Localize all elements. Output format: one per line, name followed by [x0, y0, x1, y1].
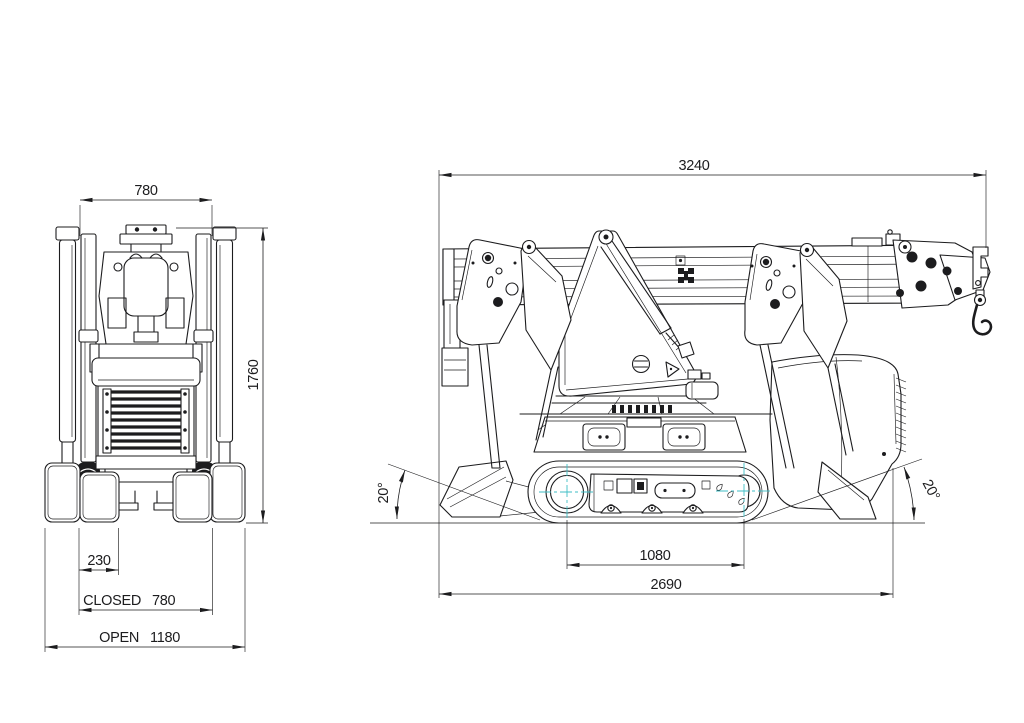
dim-open-value: 1180: [150, 630, 180, 646]
track-rollers: [600, 504, 704, 514]
front-track-pads: [44, 462, 246, 523]
dim-overall-length-label: 3240: [678, 158, 709, 174]
chassis-frame: [533, 416, 747, 453]
front-radiator-grid: [97, 385, 195, 457]
front-mast: [89, 224, 203, 387]
dim-idler-sprocket-label: 1080: [639, 548, 670, 564]
dim-departure-angle-label: 20°: [919, 477, 943, 503]
boom-support-column: [558, 229, 697, 397]
front-view-drawing: 780 1760 230 CLOSED 780 OPEN 1180: [44, 183, 268, 652]
brand-emblem-icon: [631, 354, 651, 374]
warning-triangle-icon: [665, 361, 680, 378]
dim-open-label: OPEN: [99, 630, 139, 646]
front-undercarriage: [95, 455, 197, 511]
side-view-drawing: 20° 20° 3240 1080 2690: [370, 158, 993, 598]
dim-track-shoe-label: 230: [87, 553, 111, 569]
front-outrigger-legs: [55, 226, 237, 482]
outrigger-arms-front: [456, 239, 572, 469]
dim-front-height-label: 1760: [246, 359, 262, 390]
outrigger-arms-rear: [744, 242, 877, 520]
crawler-track: [527, 460, 772, 524]
track-centerlines: [539, 463, 772, 520]
turret-base: [519, 369, 773, 415]
boom-head: [892, 239, 993, 336]
dim-closed-value: 780: [152, 593, 176, 609]
boom-symbol-icons: [675, 255, 694, 283]
front-dimensions: 780 1760 230 CLOSED 780 OPEN 1180: [44, 183, 268, 652]
side-dimensions: 3240 1080 2690: [438, 158, 987, 598]
dim-crawler-length-label: 2690: [650, 577, 681, 593]
hook-icon: [971, 289, 993, 336]
engine-cover: [769, 354, 907, 511]
dim-closed-label: CLOSED: [83, 593, 141, 609]
dim-front-width-label: 780: [134, 183, 158, 199]
dim-approach-angle-label: 20°: [376, 482, 392, 503]
hook-hanger-fork: [972, 246, 989, 290]
cooling-fins: [895, 377, 907, 453]
side-misc-panels: [441, 299, 469, 387]
